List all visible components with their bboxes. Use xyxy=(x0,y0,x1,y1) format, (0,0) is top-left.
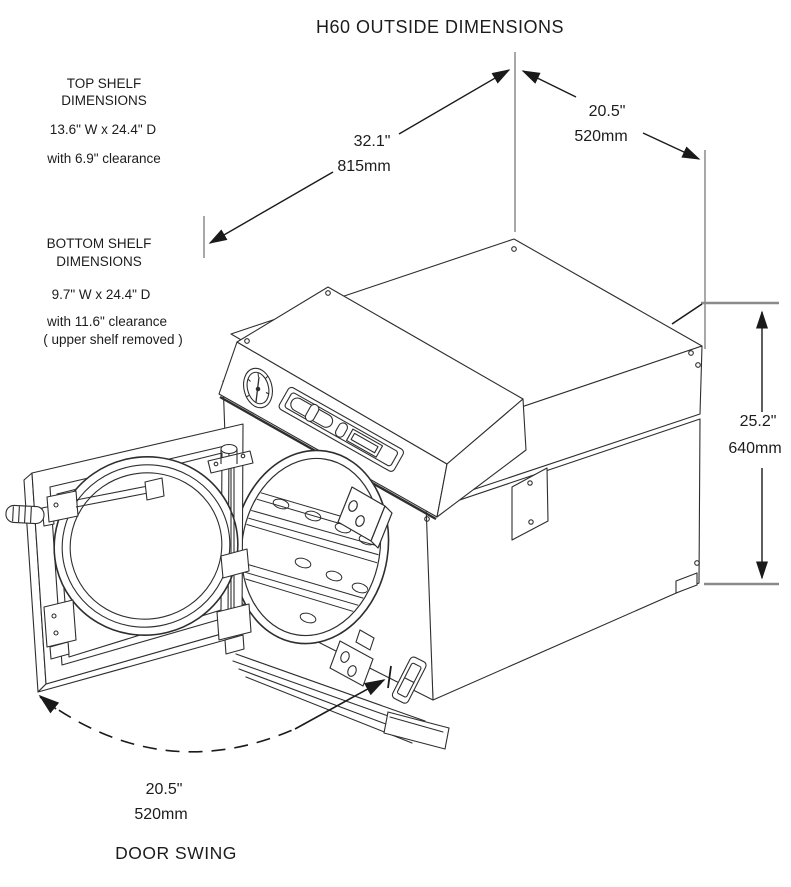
rail-end-cap xyxy=(383,711,450,750)
bottom-shelf-size: 9.7" W x 24.4" D xyxy=(51,287,151,302)
bottom-shelf-note: ( upper shelf removed ) xyxy=(43,332,183,347)
power-switch xyxy=(391,656,427,704)
width-dimension-inches: 32.1" xyxy=(351,133,393,151)
upper-shelf xyxy=(230,504,392,567)
access-plate xyxy=(511,467,549,541)
top-shelf-size: 13.6" W x 24.4" D xyxy=(49,122,157,137)
door-assembly xyxy=(5,423,254,693)
door-swing-label: DOOR SWING xyxy=(115,843,237,863)
tray-rail xyxy=(232,653,450,750)
door-swing-metric: 520mm xyxy=(132,806,190,824)
depth-dimension-inches: 20.5" xyxy=(586,103,628,121)
bottom-shelf-clearance: with 11.6" clearance xyxy=(46,314,168,329)
door-ring-plate xyxy=(69,472,223,620)
screw-icon xyxy=(528,519,534,525)
page-title: H60 OUTSIDE DIMENSIONS xyxy=(315,17,565,37)
screw-icon xyxy=(527,480,533,486)
control-button xyxy=(304,403,320,422)
control-button xyxy=(334,422,349,438)
top-shelf-heading-1: TOP SHELF xyxy=(66,76,142,91)
height-dimension-inches: 25.2" xyxy=(737,413,779,431)
door-latch-upper xyxy=(337,486,393,549)
door-hinge xyxy=(207,443,254,655)
dimension-annotations xyxy=(38,52,779,753)
readout-screen xyxy=(350,432,379,454)
door-swing-inches: 20.5" xyxy=(143,781,185,799)
depth-dimension-metric: 520mm xyxy=(572,128,630,146)
door-latch-lower xyxy=(329,629,375,687)
top-shelf-clearance: with 6.9" clearance xyxy=(47,151,161,166)
width-dimension-metric: 815mm xyxy=(335,158,393,176)
screw-icon xyxy=(325,290,331,296)
depth-dimension-lines xyxy=(521,70,701,160)
height-dimension-lines xyxy=(671,301,779,586)
bottom-shelf-heading-2: DIMENSIONS xyxy=(56,254,142,269)
door-swing-arc xyxy=(38,665,392,753)
control-panel xyxy=(218,286,527,521)
width-dimension-lines xyxy=(208,69,511,244)
screw-icon xyxy=(244,338,250,344)
panel-end-cap xyxy=(436,398,527,518)
door-handle xyxy=(5,504,55,527)
chamber-opening xyxy=(230,449,393,645)
height-dimension-metric: 640mm xyxy=(726,440,784,458)
dimension-tick xyxy=(387,665,392,689)
bottom-shelf-heading-1: BOTTOM SHELF xyxy=(46,236,152,251)
top-shelf-heading-2: DIMENSIONS xyxy=(61,93,147,108)
door-latch-hardware xyxy=(43,477,165,660)
pressure-gauge xyxy=(243,367,273,409)
machine-foot xyxy=(675,572,698,594)
hinge-rod xyxy=(230,467,235,630)
display-panel xyxy=(278,386,404,472)
